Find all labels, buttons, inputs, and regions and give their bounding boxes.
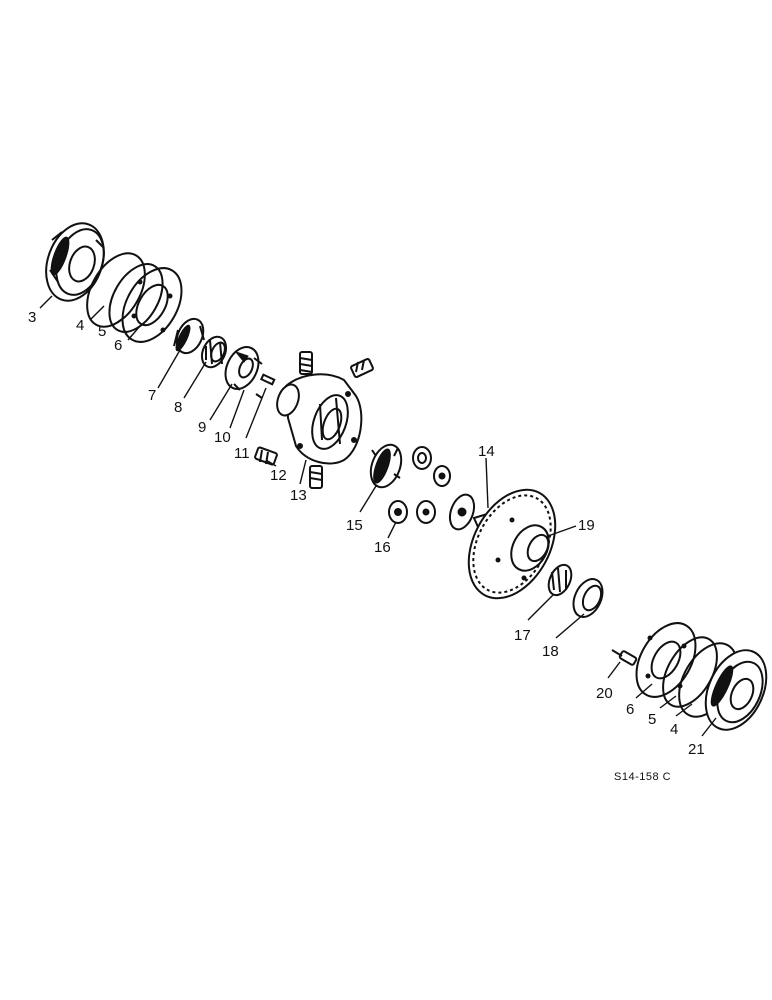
- callout-20: 20: [596, 685, 613, 702]
- thrust-washer: [388, 500, 408, 524]
- callout-21: 21: [688, 741, 705, 758]
- drawing-code: S14-158 C: [614, 771, 671, 783]
- callout-18: 18: [542, 643, 559, 660]
- bolt-bottom: [309, 465, 323, 489]
- o-ring-left: [86, 252, 146, 328]
- bearing-cone: [200, 335, 228, 369]
- callout-5: 5: [98, 323, 106, 340]
- callout-11: 11: [234, 445, 250, 462]
- bolt-top: [299, 351, 313, 375]
- callout-14: 14: [478, 443, 495, 460]
- bearing-cap-left: [45, 222, 105, 302]
- shim-gasket-left: [121, 267, 183, 343]
- pinion-gear-right: [433, 465, 451, 487]
- lock-plate: [224, 346, 263, 391]
- ring-gear: [467, 488, 557, 600]
- bolt-right: [350, 357, 374, 379]
- callout-4-right: 4: [670, 721, 678, 738]
- callout-5-right: 5: [648, 711, 656, 728]
- side-gear: [369, 443, 403, 489]
- shim-gasket-right: [635, 622, 697, 698]
- pinion-gear-lower: [416, 500, 436, 524]
- bearing-cup: [173, 317, 205, 355]
- bearing-cap-right: [704, 649, 768, 731]
- side-gear-right: [448, 493, 476, 531]
- leader-lines: [39, 295, 717, 737]
- callout-10: 10: [214, 429, 231, 446]
- o-ring-inner-left: [108, 263, 164, 333]
- callout-19: 19: [578, 517, 595, 534]
- callout-7: 7: [148, 387, 156, 404]
- bearing-cone-right: [547, 563, 573, 597]
- callout-12: 12: [270, 467, 287, 484]
- callout-6: 6: [114, 337, 122, 354]
- bearing-cup-right: [572, 578, 604, 618]
- callout-8: 8: [174, 399, 182, 416]
- cap-screw: [611, 649, 638, 666]
- callout-3: 3: [28, 309, 36, 326]
- pinion-gear-top: [412, 446, 432, 470]
- callout-16: 16: [374, 539, 391, 556]
- callout-15: 15: [346, 517, 363, 534]
- callout-13: 13: [290, 487, 307, 504]
- bolt-lower-left: [254, 446, 278, 466]
- callout-17: 17: [514, 627, 531, 644]
- callout-9: 9: [198, 419, 206, 436]
- callout-6-right: 6: [626, 701, 634, 718]
- callout-4: 4: [76, 317, 84, 334]
- differential-case: [276, 373, 363, 465]
- roll-pin: [255, 373, 276, 399]
